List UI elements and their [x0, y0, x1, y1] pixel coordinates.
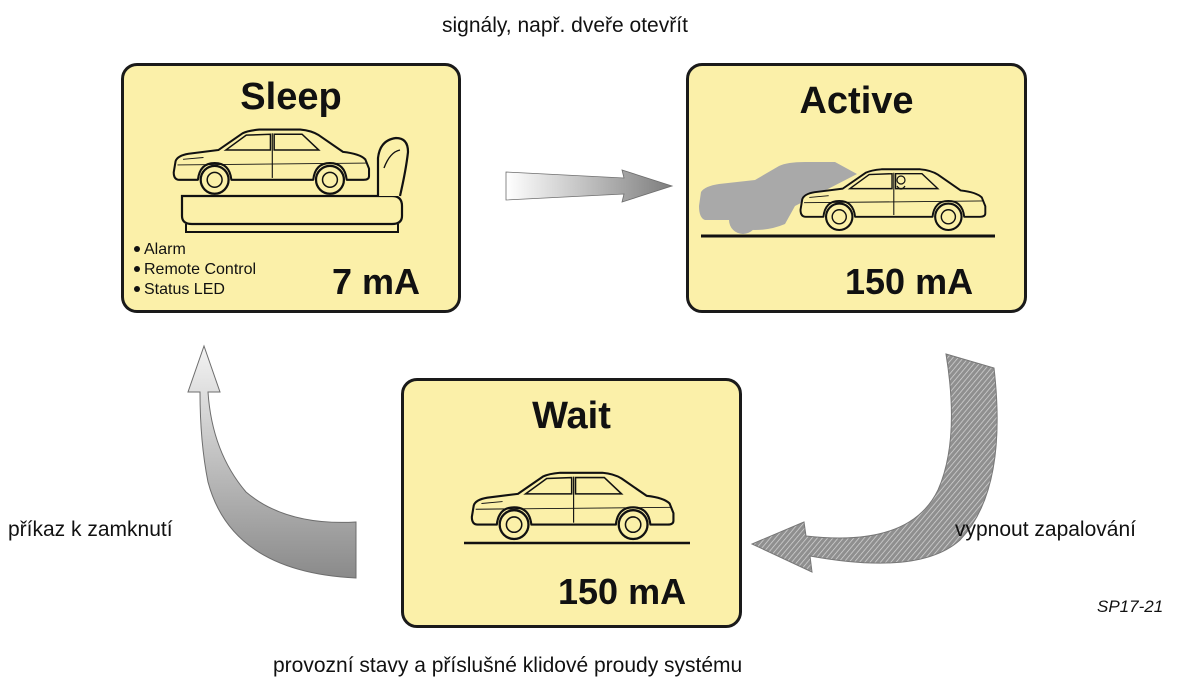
figure-caption: provozní stavy a příslušné klidové proud…: [273, 654, 743, 677]
car-driving-icon: [699, 162, 995, 238]
feature-item: Remote Control: [134, 260, 256, 280]
bullet-icon: [134, 265, 140, 272]
state-title-sleep: Sleep: [240, 76, 342, 118]
feature-item: Alarm: [134, 240, 256, 260]
transition-label-right: vypnout zapalování: [955, 518, 1136, 541]
state-title-active: Active: [799, 80, 914, 122]
state-current-active: 150 mA: [845, 261, 974, 302]
state-title-wait: Wait: [532, 395, 611, 437]
feature-item: Status LED: [134, 280, 256, 300]
figure-reference: SP17-21: [1097, 597, 1164, 616]
state-box-wait: Wait 150 mA: [401, 378, 742, 628]
car-on-sofa-icon: [172, 128, 410, 233]
state-box-sleep: Sleep Alarm Remote Control Status LED 7 …: [121, 63, 461, 313]
car-parked-icon: [464, 471, 690, 545]
sleep-feature-list: Alarm Remote Control Status LED: [134, 240, 256, 300]
bullet-icon: [134, 245, 140, 252]
transition-label-top: signály, např. dveře otevřít: [442, 14, 688, 37]
arrow-sleep-to-active: [505, 169, 674, 203]
bullet-icon: [134, 285, 140, 292]
arrow-active-to-wait: [750, 353, 998, 573]
arrow-wait-to-sleep: [187, 344, 357, 579]
state-current-wait: 150 mA: [558, 571, 687, 612]
transition-label-left: příkaz k zamknutí: [8, 518, 173, 541]
state-box-active: Active 150 mA: [686, 63, 1027, 313]
state-current-sleep: 7 mA: [332, 261, 421, 302]
